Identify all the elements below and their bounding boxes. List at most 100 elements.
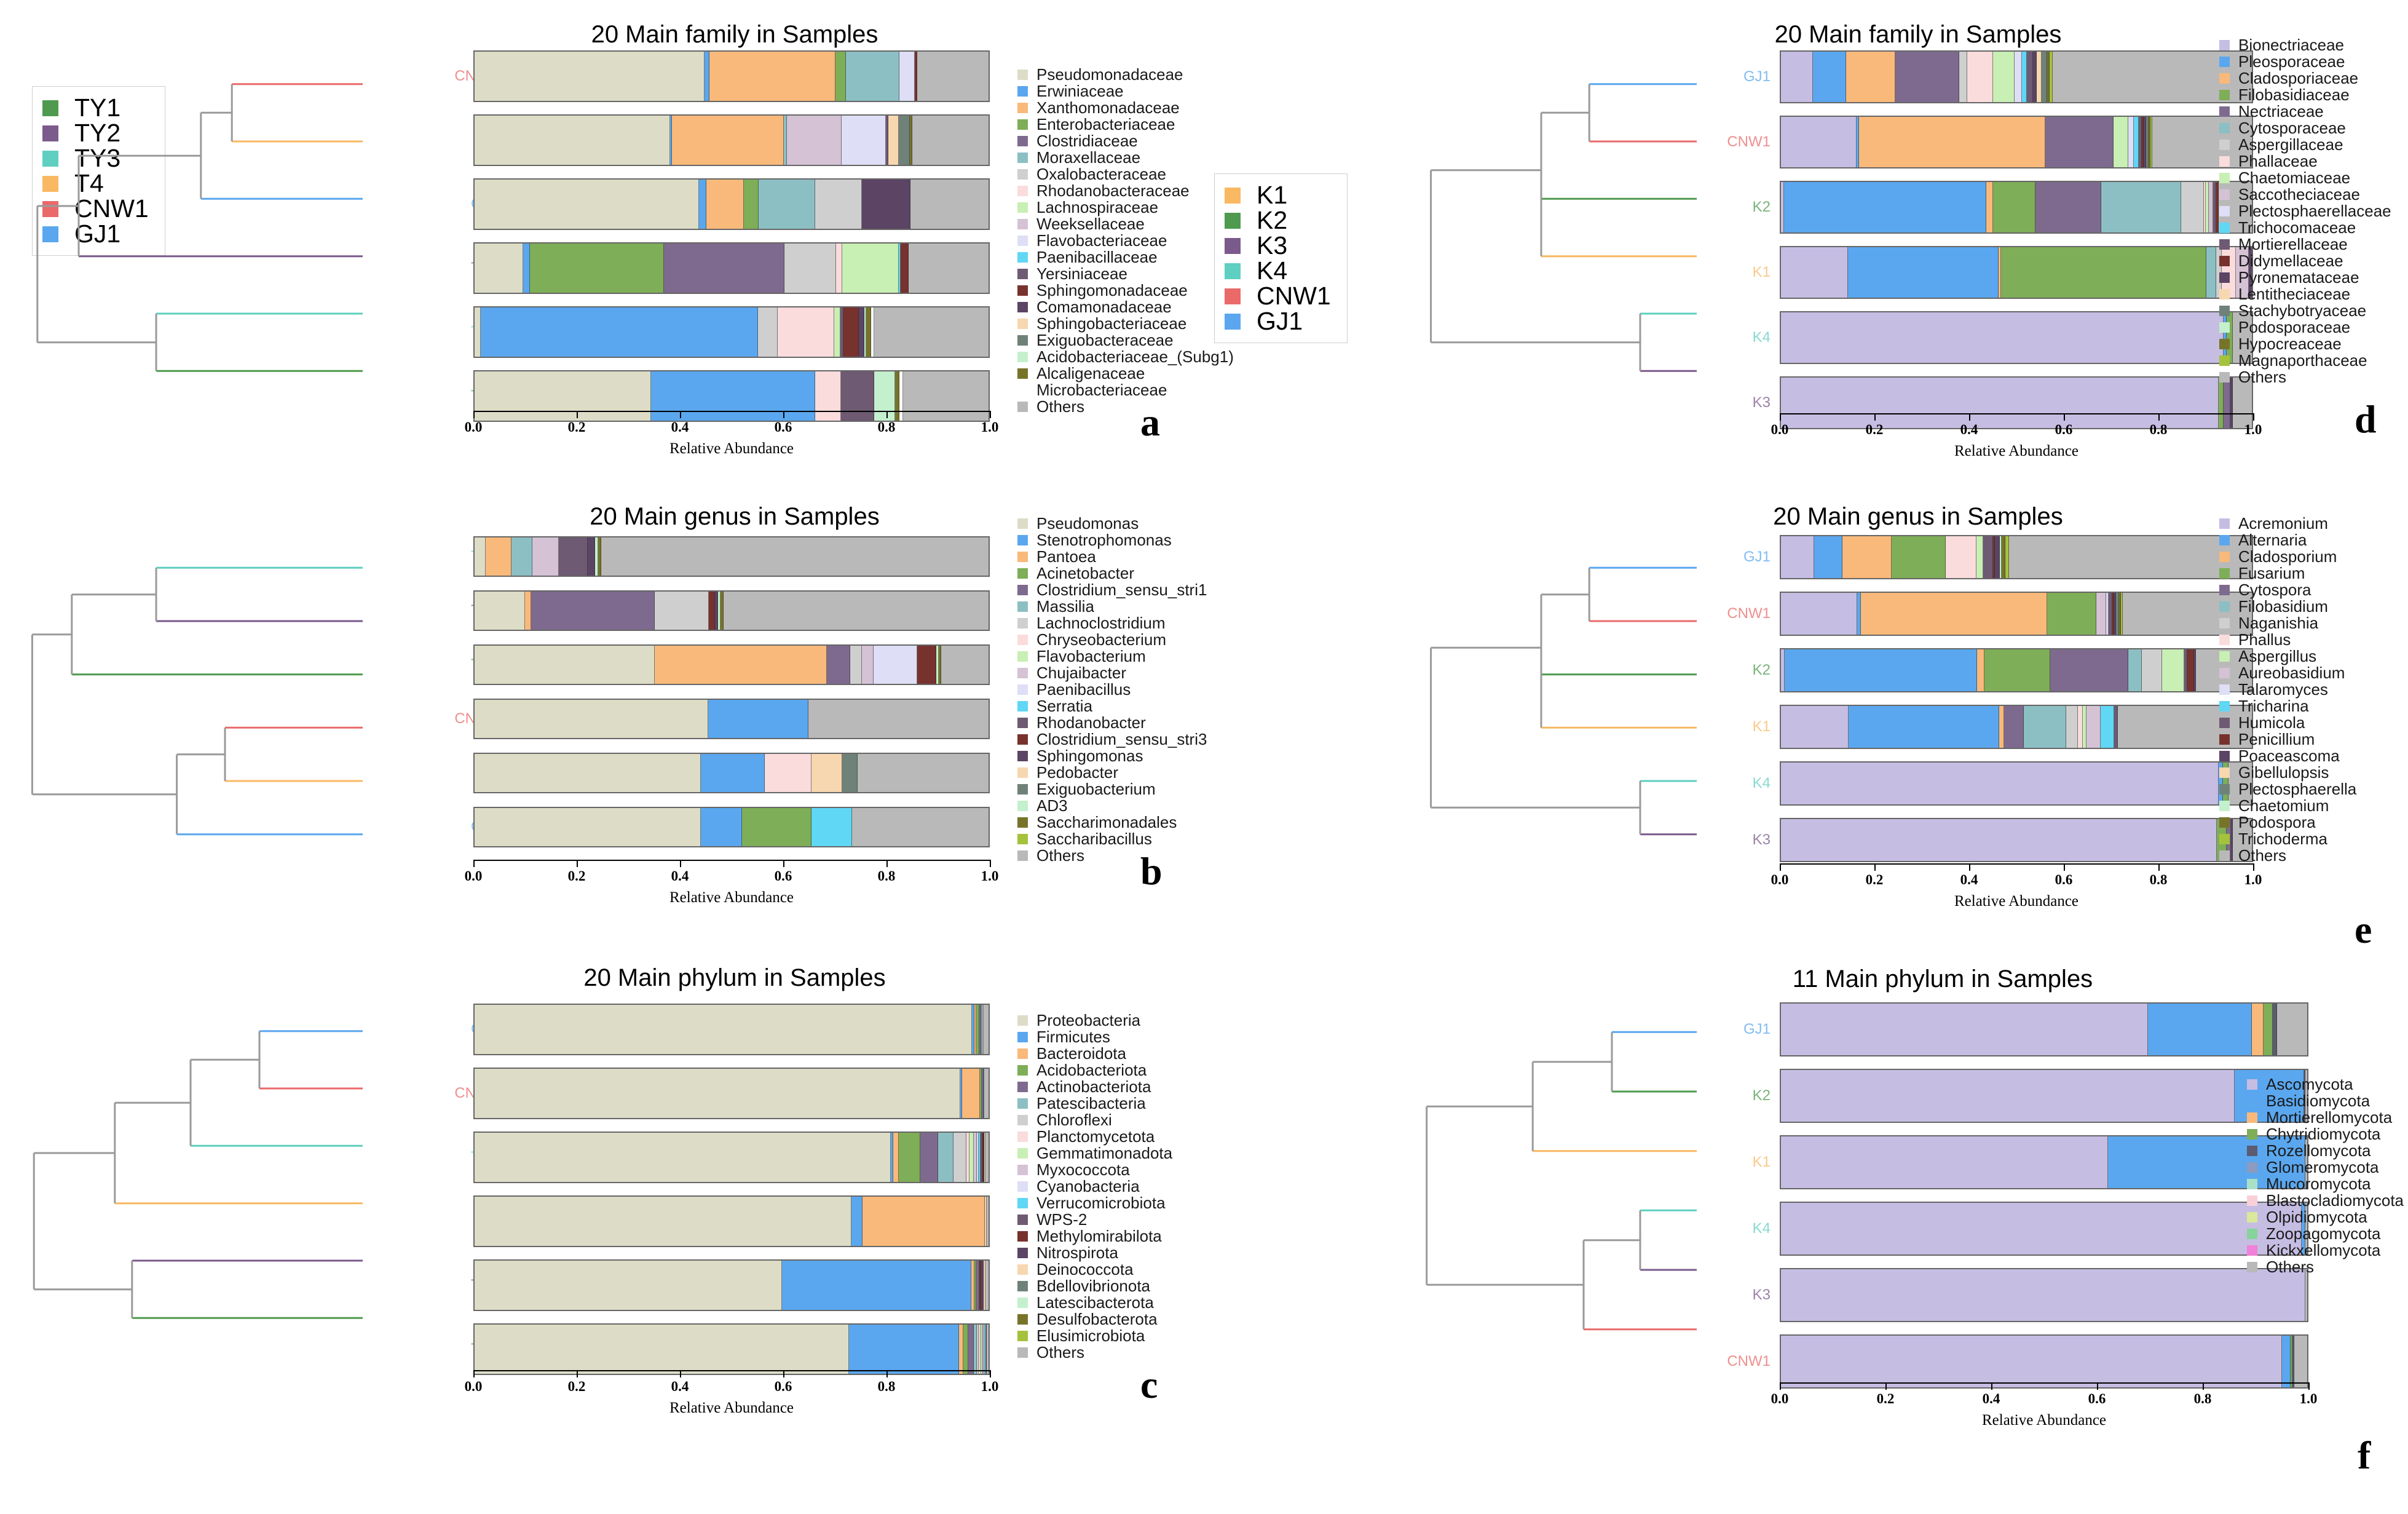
sample-legend-left-item-ty3[interactable]: TY3 bbox=[42, 146, 149, 171]
taxa-legend-item[interactable]: Verrucomicrobiota bbox=[1017, 1194, 1172, 1212]
taxa-legend-item[interactable]: Flavobacteriaceae bbox=[1017, 231, 1234, 250]
taxa-legend-item[interactable]: Microbacteriaceae bbox=[1017, 381, 1234, 399]
taxa-legend-item[interactable]: Nectriaceae bbox=[2219, 102, 2391, 121]
taxa-legend-item[interactable]: Paenibacillus bbox=[1017, 680, 1207, 699]
taxa-legend-item[interactable]: Mortierellaceae bbox=[2219, 235, 2391, 253]
taxa-legend-item[interactable]: Bacteroidota bbox=[1017, 1044, 1172, 1063]
taxa-legend-item[interactable]: Paenibacillaceae bbox=[1017, 248, 1234, 266]
taxa-legend-item[interactable]: Podosporaceae bbox=[2219, 318, 2391, 336]
taxa-legend-item[interactable]: Acidobacteriota bbox=[1017, 1061, 1172, 1079]
taxa-legend-item[interactable]: Plectosphaerella bbox=[2219, 780, 2356, 798]
sample-legend-left-item-gj1[interactable]: GJ1 bbox=[42, 221, 149, 247]
taxa-legend-item[interactable]: Aureobasidium bbox=[2219, 664, 2356, 682]
sample-legend-left-item-ty1[interactable]: TY1 bbox=[42, 95, 149, 121]
taxa-legend-item[interactable]: Alternaria bbox=[2219, 531, 2356, 549]
taxa-legend-item[interactable]: Rozellomycota bbox=[2247, 1141, 2404, 1160]
taxa-legend-item[interactable]: Deinococcota bbox=[1017, 1260, 1172, 1278]
taxa-legend-item[interactable]: Flavobacterium bbox=[1017, 647, 1207, 665]
taxa-legend-item[interactable]: Podospora bbox=[2219, 813, 2356, 831]
taxa-legend-item[interactable]: Chytridiomycota bbox=[2247, 1125, 2404, 1143]
taxa-legend-item[interactable]: Exiguobacterium bbox=[1017, 780, 1207, 798]
taxa-legend-item[interactable]: Cladosporiaceae bbox=[2219, 69, 2391, 87]
taxa-legend-item[interactable]: Mucoromycota bbox=[2247, 1175, 2404, 1193]
taxa-legend-item[interactable]: Gemmatimonadota bbox=[1017, 1144, 1172, 1162]
taxa-legend-item[interactable]: Cytospora bbox=[2219, 581, 2356, 599]
taxa-legend-item[interactable]: Comamonadaceae bbox=[1017, 298, 1234, 316]
taxa-legend-item[interactable]: Weeksellaceae bbox=[1017, 215, 1234, 233]
taxa-legend-item[interactable]: Sphingomonadaceae bbox=[1017, 281, 1234, 299]
taxa-legend-item[interactable]: Gibellulopsis bbox=[2219, 763, 2356, 782]
taxa-legend-item[interactable]: Naganishia bbox=[2219, 614, 2356, 632]
taxa-legend-item[interactable]: Erwiniaceae bbox=[1017, 82, 1234, 100]
taxa-legend-item[interactable]: Blastocladiomycota bbox=[2247, 1191, 2404, 1210]
taxa-legend-item[interactable]: Trichocomaceae bbox=[2219, 218, 2391, 237]
taxa-legend-item[interactable]: Sphingobacteriaceae bbox=[1017, 314, 1234, 333]
taxa-legend-item[interactable]: AD3 bbox=[1017, 796, 1207, 815]
taxa-legend-item[interactable]: Cladosporium bbox=[2219, 547, 2356, 566]
taxa-legend-item[interactable]: Basidiomycota bbox=[2247, 1092, 2404, 1110]
taxa-legend-item[interactable]: Chryseobacterium bbox=[1017, 630, 1207, 649]
taxa-legend-item[interactable]: Rhodanobacter bbox=[1017, 713, 1207, 732]
taxa-legend-item[interactable]: Others bbox=[2219, 846, 2356, 865]
taxa-legend-item[interactable]: Saccotheciaceae bbox=[2219, 185, 2391, 204]
taxa-legend-item[interactable]: Aspergillus bbox=[2219, 647, 2356, 665]
sample-legend-right-item-gj1[interactable]: GJ1 bbox=[1225, 309, 1331, 334]
taxa-legend-item[interactable]: Zoopagomycota bbox=[2247, 1224, 2404, 1243]
taxa-legend-item[interactable]: Hypocreaceae bbox=[2219, 335, 2391, 353]
taxa-legend-item[interactable]: Lachnospiraceae bbox=[1017, 198, 1234, 216]
taxa-legend-item[interactable]: Chujaibacter bbox=[1017, 664, 1207, 682]
taxa-legend-item[interactable]: Aspergillaceae bbox=[2219, 135, 2391, 154]
taxa-legend-item[interactable]: Lentitheciaceae bbox=[2219, 285, 2391, 303]
taxa-legend-item[interactable]: Tricharina bbox=[2219, 697, 2356, 715]
taxa-legend-item[interactable]: Alcaligenaceae bbox=[1017, 364, 1234, 382]
taxa-legend-item[interactable]: Stachybotryaceae bbox=[2219, 301, 2391, 320]
taxa-legend-item[interactable]: Firmicutes bbox=[1017, 1028, 1172, 1046]
taxa-legend-item[interactable]: Pyronemataceae bbox=[2219, 268, 2391, 287]
taxa-legend-item[interactable]: Phallaceae bbox=[2219, 152, 2391, 170]
taxa-legend-item[interactable]: Ascomycota bbox=[2247, 1075, 2404, 1093]
taxa-legend-item[interactable]: Moraxellaceae bbox=[1017, 148, 1234, 167]
taxa-legend-item[interactable]: Poaceascoma bbox=[2219, 747, 2356, 765]
taxa-legend-item[interactable]: Saccharimonadales bbox=[1017, 813, 1207, 831]
taxa-legend-item[interactable]: Plectosphaerellaceae bbox=[2219, 202, 2391, 220]
taxa-legend-item[interactable]: Clostridiaceae bbox=[1017, 132, 1234, 150]
taxa-legend-item[interactable]: Myxococcota bbox=[1017, 1160, 1172, 1179]
taxa-legend-item[interactable]: Desulfobacterota bbox=[1017, 1310, 1172, 1328]
taxa-legend-item[interactable]: Chloroflexi bbox=[1017, 1111, 1172, 1129]
taxa-legend-item[interactable]: Others bbox=[2219, 368, 2391, 386]
taxa-legend-item[interactable]: Humicola bbox=[2219, 713, 2356, 732]
taxa-legend-item[interactable]: Phallus bbox=[2219, 630, 2356, 649]
taxa-legend-item[interactable]: Clostridium_sensu_stri1 bbox=[1017, 581, 1207, 599]
taxa-legend-item[interactable]: Didymellaceae bbox=[2219, 252, 2391, 270]
taxa-legend-item[interactable]: Trichoderma bbox=[2219, 830, 2356, 848]
taxa-legend-item[interactable]: Filobasidiaceae bbox=[2219, 85, 2391, 104]
sample-legend-right-item-k1[interactable]: K1 bbox=[1225, 183, 1331, 208]
taxa-legend-item[interactable]: Kickxellomycota bbox=[2247, 1241, 2404, 1259]
sample-legend-right-item-k3[interactable]: K3 bbox=[1225, 233, 1331, 258]
taxa-legend-item[interactable]: Yersiniaceae bbox=[1017, 264, 1234, 283]
taxa-legend-item[interactable]: Mortierellomycota bbox=[2247, 1108, 2404, 1127]
taxa-legend-item[interactable]: Planctomycetota bbox=[1017, 1127, 1172, 1146]
taxa-legend-item[interactable]: Pantoea bbox=[1017, 547, 1207, 566]
taxa-legend-item[interactable]: Enterobacteriaceae bbox=[1017, 115, 1234, 133]
taxa-legend-item[interactable]: Filobasidium bbox=[2219, 597, 2356, 616]
taxa-legend-item[interactable]: Pseudomonas bbox=[1017, 514, 1207, 533]
taxa-legend-item[interactable]: Talaromyces bbox=[2219, 680, 2356, 699]
taxa-legend-item[interactable]: Others bbox=[1017, 1343, 1172, 1361]
taxa-legend-item[interactable]: Clostridium_sensu_stri3 bbox=[1017, 730, 1207, 748]
sample-legend-right-item-k4[interactable]: K4 bbox=[1225, 258, 1331, 283]
sample-legend-left-item-cnw1[interactable]: CNW1 bbox=[42, 196, 149, 221]
taxa-legend-item[interactable]: Xanthomonadaceae bbox=[1017, 98, 1234, 117]
taxa-legend-item[interactable]: Massilia bbox=[1017, 597, 1207, 616]
taxa-legend-item[interactable]: Elusimicrobiota bbox=[1017, 1326, 1172, 1345]
taxa-legend-item[interactable]: Exiguobacteraceae bbox=[1017, 331, 1234, 349]
taxa-legend-item[interactable]: Penicillium bbox=[2219, 730, 2356, 748]
taxa-legend-item[interactable]: Glomeromycota bbox=[2247, 1158, 2404, 1176]
taxa-legend-item[interactable]: Chaetomium bbox=[2219, 796, 2356, 815]
taxa-legend-item[interactable]: Olpidiomycota bbox=[2247, 1208, 2404, 1226]
taxa-legend-item[interactable]: Acremonium bbox=[2219, 514, 2356, 533]
taxa-legend-item[interactable]: Latescibacterota bbox=[1017, 1293, 1172, 1312]
taxa-legend-item[interactable]: Serratia bbox=[1017, 697, 1207, 715]
taxa-legend-item[interactable]: Pleosporaceae bbox=[2219, 52, 2391, 71]
taxa-legend-item[interactable]: WPS-2 bbox=[1017, 1210, 1172, 1229]
